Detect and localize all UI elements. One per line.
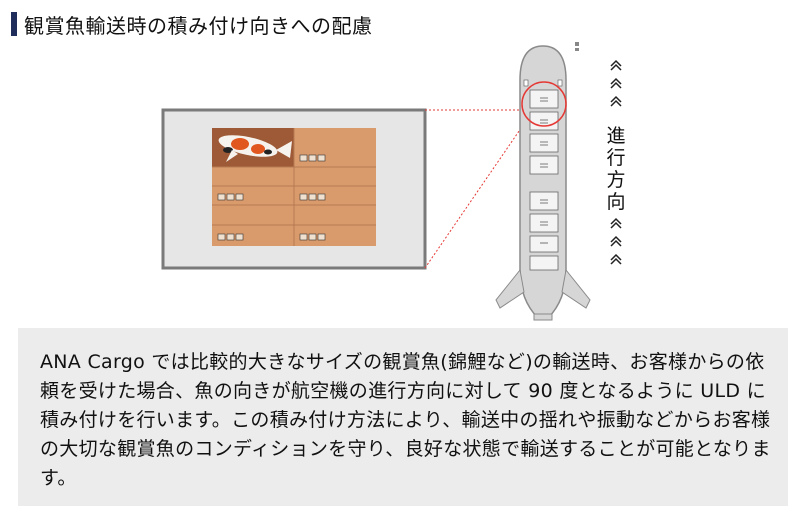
aircraft-top-view <box>495 42 591 321</box>
zoom-connector-lines <box>424 109 529 269</box>
uld-positions <box>529 89 559 271</box>
direction-char: 進 <box>606 125 625 147</box>
handling-labels <box>217 154 326 241</box>
direction-char: 行 <box>606 147 625 169</box>
description-panel <box>18 328 788 506</box>
direction-chevrons-bottom <box>610 217 622 265</box>
page-title: 観賞魚輸送時の積み付け向きへの配慮 <box>24 14 373 38</box>
highlight-circle <box>521 81 567 127</box>
loading-diagram: 進 行 方 向 <box>161 42 626 321</box>
direction-chevrons-top <box>610 59 622 107</box>
koi-fish-image <box>218 135 292 162</box>
description-text: ANA Cargo では比較的大きなサイズの観賞魚(錦鯉など)の輸送時、お客様か… <box>40 351 771 489</box>
direction-label: 進 行 方 向 <box>606 125 625 213</box>
direction-char: 方 <box>606 169 625 191</box>
uld-closeup-frame <box>161 108 427 270</box>
direction-char: 向 <box>606 191 625 213</box>
title-accent-bar <box>11 12 17 36</box>
